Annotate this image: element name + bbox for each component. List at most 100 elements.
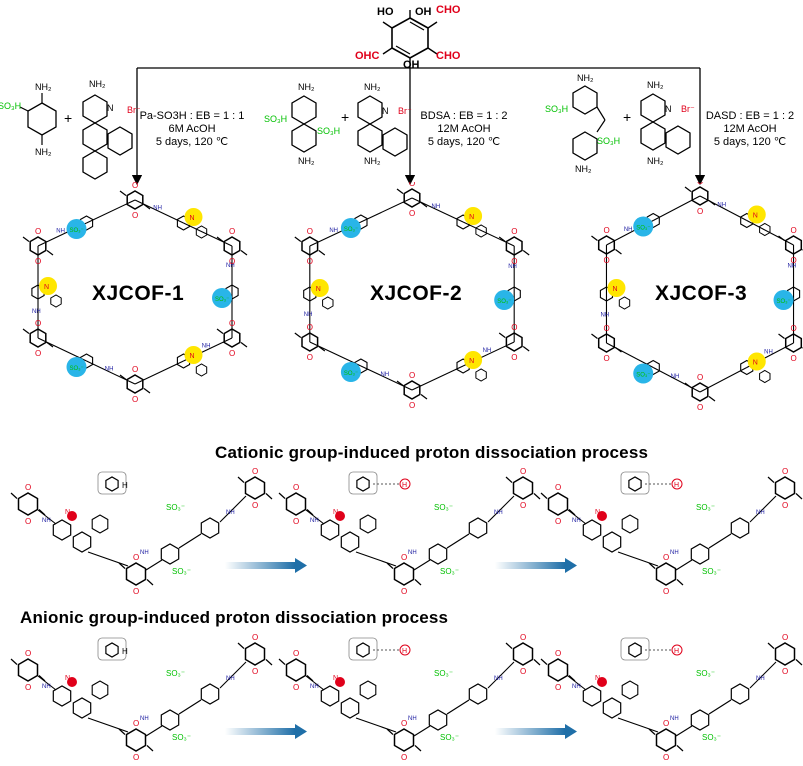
imine-nh-label: NH [153, 206, 162, 212]
imine-nh-label: NH [310, 684, 319, 690]
imine-nh-label: NH [304, 312, 313, 318]
ketoenamine-ring [403, 188, 421, 208]
vinyl-bond [237, 476, 245, 483]
sulfonate-label: SO₃⁻ [440, 733, 459, 742]
carbonyl-o-label: O [25, 483, 31, 492]
proton-label: H [674, 648, 679, 655]
imine-nh-label: NH [310, 518, 319, 524]
imine-nh-label: NH [32, 309, 41, 315]
vinyl-bond [522, 250, 530, 256]
vinyl-bond [240, 342, 248, 348]
cation-n-label: N [612, 286, 617, 293]
carbonyl-o-label: O [252, 501, 258, 510]
phenyl-ring [50, 294, 62, 308]
cation-n-label: N [65, 509, 70, 516]
carbonyl-o-label: O [401, 553, 407, 562]
vinyl-bond [386, 562, 394, 569]
svg-text:+: + [623, 109, 631, 125]
imine-nh-label: NH [105, 367, 114, 373]
ketoenamine-ring [244, 476, 266, 500]
sulfonate-highlight [340, 362, 361, 382]
cation-center [335, 677, 345, 687]
imidazole-ring [105, 476, 119, 492]
sulfonate-highlight [66, 357, 87, 377]
phenyl-ring [91, 514, 109, 534]
vinyl-bond [615, 347, 622, 353]
link-bond [305, 675, 325, 691]
sulfonate-highlight [211, 288, 232, 308]
svg-text:N: N [382, 106, 389, 116]
cho-right-label: CHO [436, 50, 461, 62]
reagent-dasd: NH₂ SO₃H SO₃H NH₂ + NH₂ N Br⁻ NH₂ [545, 73, 695, 174]
imine-nh-label: NH [494, 510, 503, 516]
ketoenamine-ring [691, 382, 709, 402]
svg-text:NH₂: NH₂ [647, 80, 664, 90]
sulfonate-label: SO₃⁻ [166, 503, 185, 512]
ho-label: HO [377, 6, 394, 18]
imine-nh-label: NH [572, 518, 581, 524]
vinyl-bond [540, 658, 548, 665]
cation-n-label: N [189, 353, 194, 360]
svg-text:+: + [64, 110, 72, 126]
vinyl-bond [446, 699, 470, 715]
ketoenamine-ring [301, 332, 319, 352]
vinyl-bond [237, 642, 245, 649]
ketoenamine-ring [505, 236, 523, 256]
carbonyl-o-label: O [252, 667, 258, 676]
proton-label: H [122, 647, 128, 656]
ketoenamine-ring [784, 333, 803, 353]
ketoenamine-ring [547, 492, 569, 516]
sulfonate-label: SO₃⁻ [777, 299, 791, 305]
svg-text:NH₂: NH₂ [35, 82, 52, 92]
imine-nh-label: NH [572, 684, 581, 690]
carbonyl-o-label: O [132, 182, 138, 190]
ketoenamine-ring [505, 332, 523, 352]
ketoenamine-ring [244, 642, 266, 666]
cof-name-1: XJCOF-1 [92, 282, 185, 305]
cation-n-label: N [753, 213, 758, 220]
carbonyl-o-label: O [520, 467, 526, 476]
cation-n-label: N [333, 675, 338, 682]
svg-text:SO₃H: SO₃H [597, 136, 620, 146]
proton-ring [671, 478, 683, 490]
ketoenamine-ring [285, 658, 307, 682]
cho-top-label: CHO [436, 4, 461, 16]
svg-text:N: N [665, 104, 672, 114]
vinyl-bond [767, 642, 775, 649]
imidazole-box [97, 471, 127, 495]
phenyl-ring [322, 296, 334, 310]
vinyl-bond [10, 492, 18, 499]
cation-n-label: N [65, 675, 70, 682]
ketoenamine-ring [403, 380, 421, 400]
imidazole-ring [628, 642, 642, 658]
acid-1: 6M AcOH [168, 123, 216, 135]
ketoenamine-ring [29, 236, 47, 256]
cation-center [67, 511, 77, 521]
link-bond [749, 661, 777, 689]
carbonyl-o-label: O [133, 719, 139, 728]
carbonyl-o-label: O [791, 324, 797, 333]
sulfonate-label: SO₃⁻ [172, 733, 191, 742]
arene-ring [602, 697, 622, 719]
cation-highlight [747, 205, 766, 224]
imine-nh-label: NH [56, 229, 65, 235]
arene-ring [582, 519, 602, 541]
ketoenamine-ring [29, 328, 47, 348]
sulfonate-highlight [494, 290, 515, 310]
time-2: 5 days, 120 ℃ [427, 136, 501, 148]
carbonyl-o-label: O [791, 256, 797, 265]
proton-ring [399, 644, 411, 656]
link-bond [617, 551, 659, 567]
vinyl-bond [278, 658, 286, 665]
sulfonate-highlight [340, 218, 361, 238]
arene-ring [428, 543, 448, 565]
carbonyl-o-label: O [697, 403, 703, 412]
ketoenamine-ring [784, 235, 803, 255]
phenyl-ring [475, 224, 487, 238]
framework-bond [699, 195, 748, 221]
vinyl-bond [498, 332, 506, 338]
framework-bond [606, 342, 654, 368]
imine-nh-label: NH [432, 204, 441, 210]
